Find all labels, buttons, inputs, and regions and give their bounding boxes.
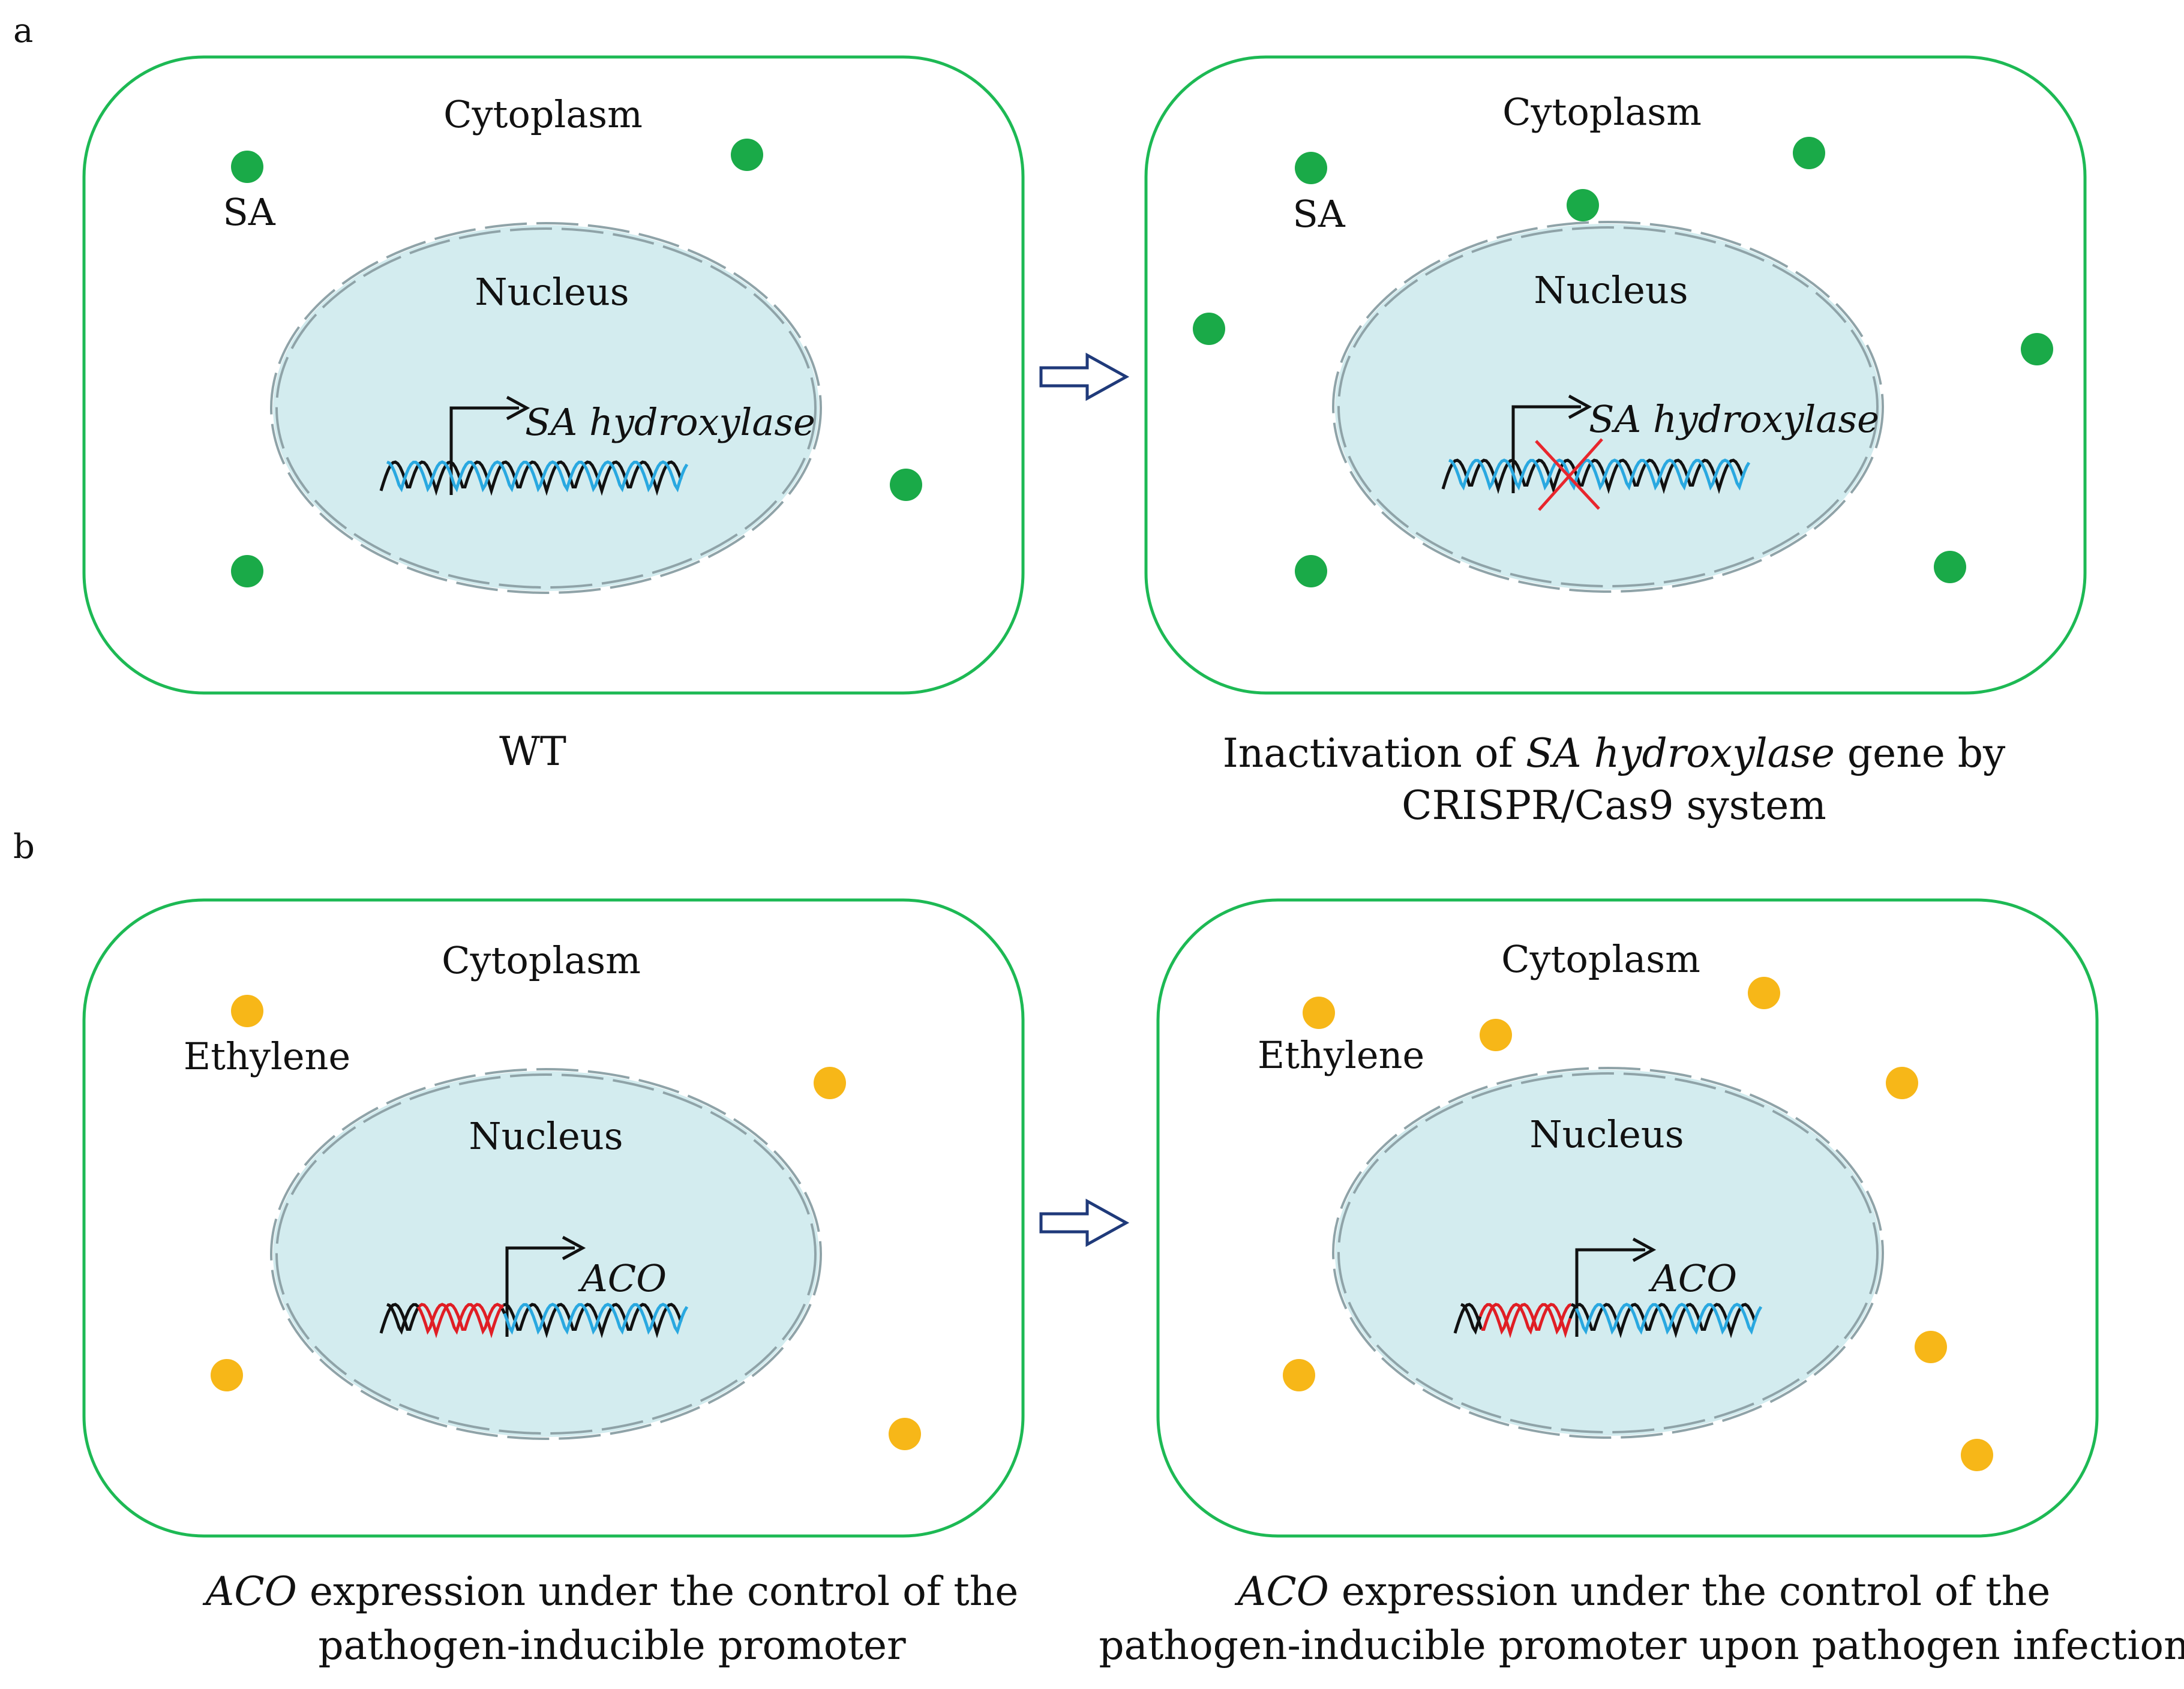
ethylene-molecule bbox=[1283, 1359, 1315, 1391]
sa-molecule bbox=[1567, 189, 1599, 221]
nucleus-label-a-right: Nucleus bbox=[1534, 268, 1688, 312]
ethylene-molecules-b-right bbox=[1283, 977, 1993, 1471]
ethylene-molecules-b-left bbox=[211, 995, 921, 1450]
dna-strand-segment bbox=[503, 1303, 683, 1339]
gene-label-sa-hydroxylase: SA hydroxylase bbox=[525, 400, 815, 444]
sa-molecule bbox=[231, 151, 263, 183]
dna-strand-segment bbox=[1568, 1303, 1757, 1339]
nucleus-label-a-left: Nucleus bbox=[475, 270, 629, 314]
ethylene-molecule bbox=[211, 1359, 243, 1391]
ethylene-molecule bbox=[1748, 977, 1780, 1009]
promoter-arrowhead bbox=[1632, 1237, 1657, 1262]
dna-strand-segment bbox=[1441, 458, 1745, 494]
sa-molecules-a-left bbox=[231, 139, 922, 587]
dna-strand-segment bbox=[1481, 1303, 1572, 1339]
gene-label-aco: ACO bbox=[578, 1256, 667, 1300]
dna-strand-segment bbox=[503, 1303, 689, 1335]
ethylene-molecule bbox=[1480, 1019, 1512, 1051]
sa-molecule bbox=[1295, 555, 1327, 587]
dna-strand-segment bbox=[1448, 458, 1751, 491]
promoter-arrow-b-left bbox=[505, 1246, 575, 1337]
dna-strand-segment bbox=[500, 1307, 506, 1315]
dna-strand-segment bbox=[1460, 1303, 1482, 1335]
ethylene-molecule bbox=[1886, 1067, 1918, 1099]
ethylene-label-b-left: Ethylene bbox=[184, 1034, 350, 1078]
promoter-arrow-a-left bbox=[449, 406, 519, 495]
sa-label-a-right: SA bbox=[1292, 192, 1345, 236]
dna-strand-segment bbox=[416, 1303, 503, 1335]
cytoplasm-label-a-left: Cytoplasm bbox=[443, 92, 643, 136]
dna-b-left bbox=[379, 1303, 689, 1339]
dna-strand-segment bbox=[379, 460, 683, 496]
dna-b-right bbox=[1453, 1303, 1763, 1339]
caption-b-left-line2: pathogen-inducible promoter bbox=[318, 1622, 906, 1669]
sa-molecule bbox=[1793, 137, 1825, 169]
promoter-arrow-a-right bbox=[1511, 405, 1581, 493]
transition-arrow-a bbox=[1039, 352, 1130, 401]
sa-molecule bbox=[231, 555, 263, 587]
sa-molecule bbox=[1934, 551, 1966, 583]
caption-a-left: WT bbox=[499, 728, 566, 775]
dna-strand-segment bbox=[1453, 1303, 1483, 1334]
dna-a-left bbox=[379, 460, 689, 496]
sa-molecule bbox=[890, 469, 922, 501]
ethylene-molecule bbox=[231, 995, 263, 1027]
dna-strand-segment bbox=[418, 1303, 505, 1339]
ethylene-molecule bbox=[1303, 997, 1335, 1029]
dna-strand-segment bbox=[1478, 1303, 1573, 1335]
caption-a-right-line1: Inactivation of SA hydroxylase gene by bbox=[1223, 730, 2006, 776]
sa-label-a-left: SA bbox=[223, 190, 275, 234]
sa-molecule bbox=[731, 139, 763, 171]
ethylene-label-b-right: Ethylene bbox=[1258, 1033, 1424, 1077]
caption-b-left-line1: ACO expression under the control of the bbox=[202, 1568, 1019, 1615]
knockout-cross-icon bbox=[1535, 438, 1603, 511]
transition-arrow-b bbox=[1039, 1198, 1130, 1247]
nucleus-label-b-right: Nucleus bbox=[1529, 1112, 1684, 1156]
gene-label-aco: ACO bbox=[1648, 1256, 1737, 1300]
ethylene-molecule bbox=[1915, 1331, 1947, 1363]
ethylene-molecule bbox=[814, 1067, 846, 1099]
sa-molecule bbox=[2021, 333, 2053, 365]
caption-a-right-line2: CRISPR/Cas9 system bbox=[1402, 782, 1826, 829]
panel-label-b: b bbox=[13, 827, 35, 866]
sa-molecule bbox=[1193, 313, 1225, 345]
sa-molecules-a-right bbox=[1193, 137, 2053, 587]
dna-strand-segment bbox=[1574, 1303, 1763, 1335]
dna-strand-segment bbox=[1570, 1303, 1577, 1310]
ethylene-molecule bbox=[1961, 1439, 1993, 1471]
promoter-arrowhead bbox=[562, 1235, 586, 1261]
dna-strand-segment bbox=[379, 1303, 421, 1334]
gene-label-sa-hydroxylase: SA hydroxylase bbox=[1589, 397, 1879, 441]
dna-a-right bbox=[1441, 458, 1751, 494]
caption-b-right-line2: pathogen-inducible promoter upon pathoge… bbox=[1099, 1622, 2184, 1669]
ethylene-molecule bbox=[889, 1418, 921, 1450]
dna-strand-segment bbox=[386, 460, 689, 493]
nucleus-label-b-left: Nucleus bbox=[469, 1114, 623, 1158]
promoter-arrowhead bbox=[506, 395, 530, 421]
sa-molecule bbox=[1295, 152, 1327, 184]
cytoplasm-label-b-right: Cytoplasm bbox=[1501, 937, 1700, 981]
promoter-arrowhead bbox=[1568, 394, 1592, 419]
cytoplasm-label-a-right: Cytoplasm bbox=[1502, 90, 1702, 134]
caption-b-right-line1: ACO expression under the control of the bbox=[1234, 1568, 2051, 1615]
panel-label-a: a bbox=[13, 11, 33, 50]
cytoplasm-label-b-left: Cytoplasm bbox=[442, 938, 641, 982]
dna-strand-segment bbox=[386, 1303, 419, 1335]
